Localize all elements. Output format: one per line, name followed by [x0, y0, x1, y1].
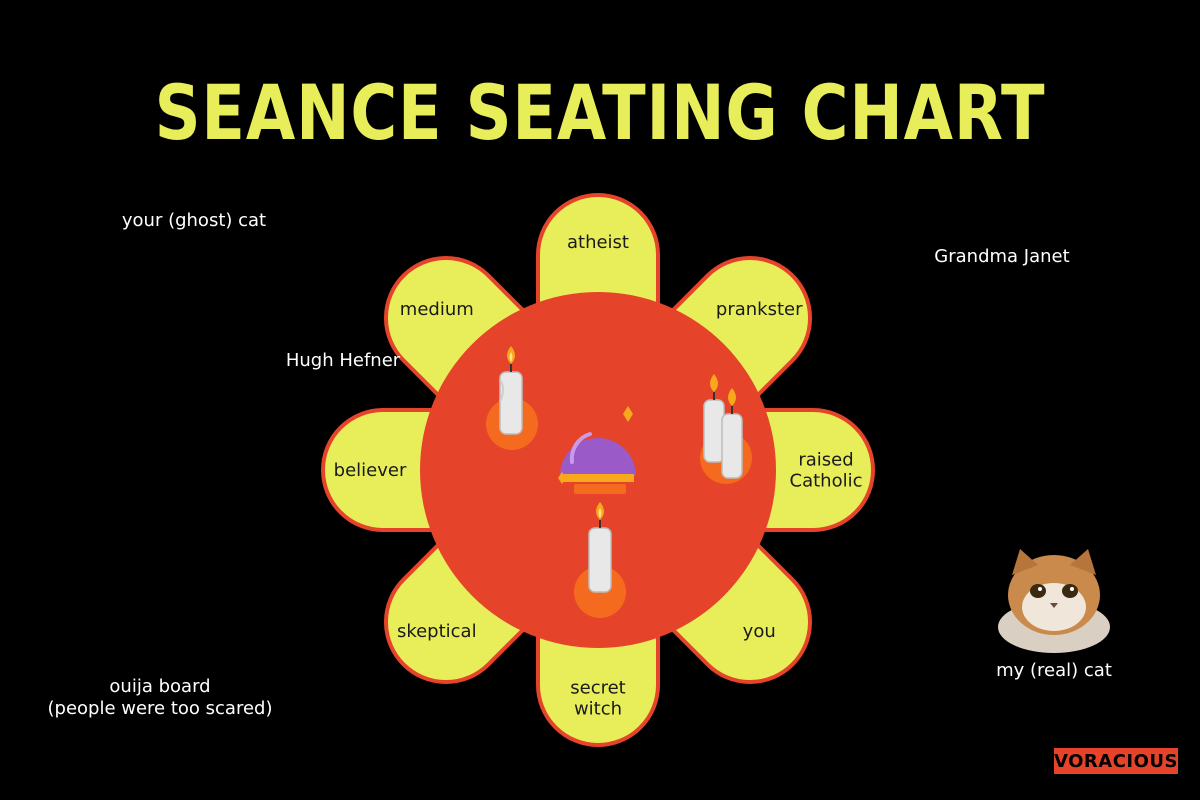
grandma-label: Grandma Janet	[934, 246, 1070, 267]
candle-icon	[588, 502, 612, 593]
candle-icon	[499, 346, 523, 435]
ghost-cat-label: your (ghost) cat	[121, 210, 267, 231]
brand-logo: VORACIOUS	[1054, 748, 1178, 774]
seat-label: believer	[334, 460, 407, 481]
seat-label: medium	[400, 299, 474, 320]
ouija-label-line1: ouija board	[109, 676, 211, 697]
chart-title: SEANCE SEATING CHART	[154, 68, 1046, 157]
seat-label: atheist	[567, 232, 629, 253]
seat-label: skeptical	[397, 621, 477, 642]
seat-label: you	[743, 621, 776, 642]
double-candle-icon	[703, 374, 743, 479]
crystal-ball-icon	[558, 406, 636, 494]
real-cat-label: my (real) cat	[996, 660, 1112, 681]
cat-photo	[998, 549, 1110, 653]
hefner-label: Hugh Hefner	[285, 350, 401, 371]
ouija-label: ouija board (people were too scared)	[48, 676, 273, 720]
ouija-label-line2: (people were too scared)	[47, 698, 273, 719]
seat-label: prankster	[716, 299, 803, 320]
